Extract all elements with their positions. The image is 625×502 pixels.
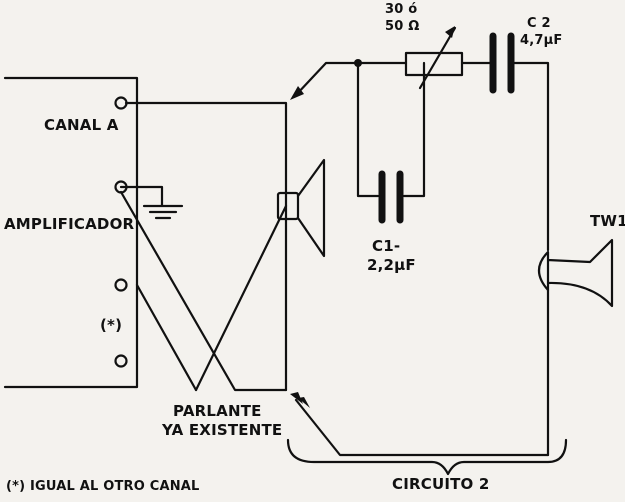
terminal-4	[114, 354, 128, 368]
parlante-label-line2: YA EXISTENTE	[162, 421, 283, 439]
circuit-brace	[286, 438, 568, 476]
speaker-cone	[296, 158, 326, 258]
wire-c1-branch	[356, 61, 380, 198]
resistor-adjust-arrow	[418, 26, 457, 90]
resistor	[404, 51, 464, 77]
footnote-label: (*) IGUAL AL OTRO CANAL	[6, 479, 200, 494]
amplifier-box	[3, 76, 139, 389]
c1-name-label: C1-	[372, 237, 401, 255]
tweeter-horn	[537, 238, 614, 308]
tweeter-label: TW1	[590, 212, 625, 230]
wire-top	[124, 101, 288, 392]
amplificador-label: AMPLIFICADOR	[4, 215, 135, 233]
c2-name-label: C 2	[527, 16, 551, 31]
resistor-arrow-head	[445, 26, 455, 38]
parlante-label-line1: PARLANTE	[173, 402, 262, 420]
wire-cross	[194, 204, 288, 392]
circuito-label: CIRCUITO 2	[392, 475, 490, 493]
c2-value-label: 4,7μF	[520, 33, 563, 48]
terminal-3	[114, 278, 128, 292]
arrow-head-bottom	[290, 392, 303, 404]
wire-diag-1	[119, 190, 288, 392]
wire-diag-2	[135, 283, 198, 392]
wire-c2-right	[511, 61, 550, 252]
resistor-value-line2: 50 Ω	[385, 19, 420, 34]
arrow-head-top	[290, 86, 304, 100]
wire-c1-right	[402, 61, 426, 198]
ground-symbol	[119, 185, 184, 220]
wire-circuit-top	[294, 61, 408, 97]
junction-dot	[354, 59, 362, 67]
arrow-head-return	[298, 397, 310, 408]
terminal-1	[114, 96, 128, 110]
canal-a-label: CANAL A	[44, 116, 119, 134]
speaker-magnet	[276, 191, 300, 221]
c1-value-label: 2,2μF	[367, 256, 416, 274]
wire-circuit-return	[294, 398, 550, 457]
note-marker-label: (*)	[100, 316, 123, 334]
resistor-value-line1: 30 ó	[385, 2, 418, 17]
